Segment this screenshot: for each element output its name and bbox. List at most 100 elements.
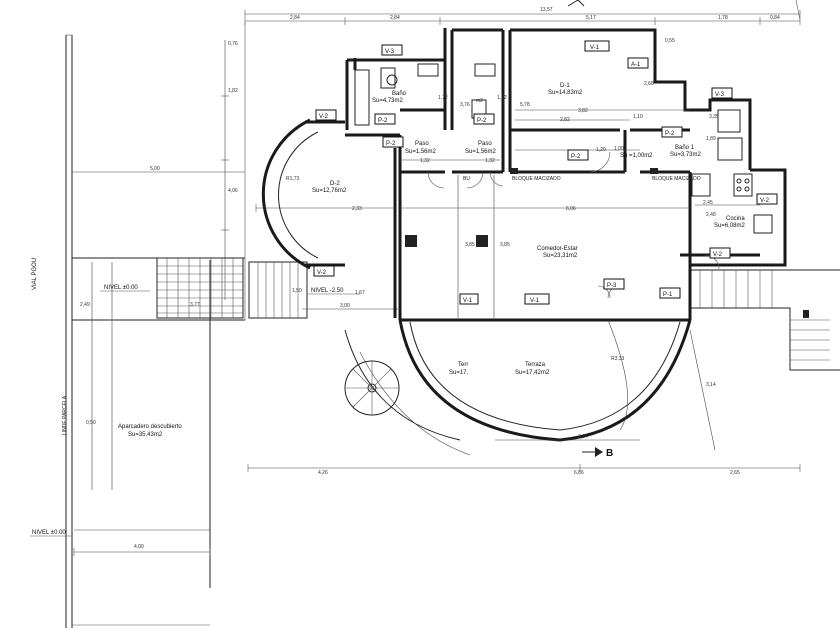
dim-top-5: 0,84 xyxy=(770,15,780,21)
room-terr-small-area: Su=17, xyxy=(449,370,469,376)
exterior-stair-1 xyxy=(156,257,244,319)
room-cocina-name: Cocina xyxy=(726,216,745,222)
svg-text:P-1: P-1 xyxy=(663,292,673,298)
dim-172a: 1,72 xyxy=(438,95,448,101)
dim-400: 4,00 xyxy=(134,544,144,550)
dim-245: 2,45 xyxy=(703,200,713,206)
bloque-label-2: BLOQUE MACIZADO xyxy=(652,176,701,182)
room-terraza-area: Su=17,42m2 xyxy=(515,370,550,376)
dim-top-total: 13,57 xyxy=(540,7,553,13)
dim-385b: 3,85 xyxy=(500,242,510,248)
dim-left-406: 4,06 xyxy=(228,188,238,194)
section-arrow-top xyxy=(567,0,585,7)
tag-v3-b: V-3 xyxy=(711,87,733,99)
dim-167: 1,67 xyxy=(355,290,365,296)
dim-076: 0,76 xyxy=(228,41,238,47)
tag-p3: P-3 xyxy=(603,278,625,290)
tag-a1: A-1 xyxy=(627,57,649,69)
level-label-minus: NIVEL -2.50 xyxy=(311,288,344,294)
plot-boundary-left: VIAL PGOU LINDE PARCELA 5,00 0,76 1,82 4… xyxy=(32,22,801,628)
dim-382: 3,82 xyxy=(578,108,588,114)
dim-r173: R1,73 xyxy=(286,176,300,182)
dim-376: 3,76 xyxy=(460,102,470,108)
dim-050: 0,50 xyxy=(86,420,96,426)
svg-text:P-2: P-2 xyxy=(386,141,396,147)
building-walls xyxy=(345,28,787,322)
terrace-arc: 3,14 3,14 R3,33 xyxy=(344,319,716,456)
street-label: VIAL PGOU xyxy=(32,258,38,290)
top-dimension-chain: 13,57 2,84 2,84 5,17 1,78 0,84 xyxy=(244,0,801,25)
tag-v1-a: V-1 xyxy=(584,40,610,52)
spiral-stair xyxy=(344,360,400,416)
room-terr-small-name: Terr xyxy=(458,362,468,368)
aparcadero-area: Su=35,43m2 xyxy=(128,432,163,438)
bloque-label-1: BLOQUE MACIZADO xyxy=(512,176,561,182)
dim-578: 5,78 xyxy=(520,102,530,108)
aparcadero-name: Aparcadero descubierto xyxy=(118,424,182,430)
dim-top-1: 2,84 xyxy=(290,15,300,21)
dim-377: 3,77 xyxy=(190,302,200,308)
door-swings xyxy=(427,151,720,299)
tag-v2-a: V-2 xyxy=(315,109,337,121)
dim-120: 1,20 xyxy=(596,147,606,153)
dim-100: 1,00 xyxy=(614,146,624,152)
dim-385a: 3,85 xyxy=(465,242,475,248)
svg-text:V-1: V-1 xyxy=(463,298,473,304)
room-terraza-name: Terraza xyxy=(525,362,546,368)
dim-top-2: 2,84 xyxy=(390,15,400,21)
dim-055: 0,55 xyxy=(665,38,675,44)
room-d2-area: Su=12,76m2 xyxy=(312,188,347,194)
tag-p2-d: P-2 xyxy=(567,149,589,161)
dim-314b: 3,14 xyxy=(706,382,716,388)
room-paso2-name: Paso xyxy=(478,141,492,147)
room-bano1-area: Su=3,73m2 xyxy=(670,152,702,158)
dim-182: 1,82 xyxy=(228,88,238,94)
svg-text:P-2: P-2 xyxy=(571,154,581,160)
dim-110: 1,10 xyxy=(633,114,643,120)
tag-v1-b: V-1 xyxy=(524,293,550,305)
dim-300: 3,00 xyxy=(340,303,350,309)
room-bano-area: Su=4,73m2 xyxy=(372,98,404,104)
svg-text:P-2: P-2 xyxy=(665,131,675,137)
room-cocina-area: Su=6,08m2 xyxy=(714,223,746,229)
tag-p2-e: P-2 xyxy=(661,126,683,138)
dim-426: 4,26 xyxy=(318,470,328,476)
dim-606: 6,06 xyxy=(566,206,576,212)
room-bano-name: Baño xyxy=(392,91,407,97)
tag-v2-d: V-2 xyxy=(313,265,335,277)
dim-249: 2,49 xyxy=(80,302,90,308)
dim-150: 1,50 xyxy=(292,288,302,294)
section-marker-b: B xyxy=(582,447,613,459)
svg-text:V-3: V-3 xyxy=(385,49,395,55)
room-d2-name: D-2 xyxy=(330,181,340,187)
svg-text:V-2: V-2 xyxy=(319,114,329,120)
svg-text:V-1: V-1 xyxy=(530,298,540,304)
room-d1-area: Su=14,83m2 xyxy=(548,90,583,96)
room-bano1-name: Baño 1 xyxy=(675,145,695,151)
level-label-bottom: NIVEL ±0.00 xyxy=(32,530,66,536)
svg-text:P-2: P-2 xyxy=(477,118,487,124)
fixtures xyxy=(354,63,773,247)
plot-limit-label: LINDE PARCELA xyxy=(62,395,68,435)
section-label-b: B xyxy=(606,448,613,459)
tag-p2-a: P-2 xyxy=(374,113,396,125)
svg-text:P-3: P-3 xyxy=(607,283,617,289)
tag-p1: P-1 xyxy=(659,287,681,299)
dim-233: 2,33 xyxy=(352,206,362,212)
exterior-stair-right xyxy=(690,269,840,371)
room-comedor-area: Su=23,31m2 xyxy=(543,253,578,259)
svg-text:P-2: P-2 xyxy=(378,118,388,124)
dim-left-500: 5,00 xyxy=(150,166,160,172)
room-d1-name: D-1 xyxy=(560,83,570,89)
dim-335: 3,35 xyxy=(709,114,719,120)
tag-p2-b: P-2 xyxy=(382,136,404,148)
bu-label: BU xyxy=(463,176,470,182)
dim-172b: 1,72 xyxy=(497,95,507,101)
svg-text:V-2: V-2 xyxy=(713,252,723,258)
dim-686: 6,86 xyxy=(574,470,584,476)
inner-dimensions: 6,06 3,85 3,85 1,32 1,32 1,72 1,72 3,76 … xyxy=(400,38,760,318)
exterior-stair-2 xyxy=(248,261,308,319)
level-label-top: NIVEL ±0.00 xyxy=(104,285,138,291)
dim-top-3: 5,17 xyxy=(586,15,596,21)
